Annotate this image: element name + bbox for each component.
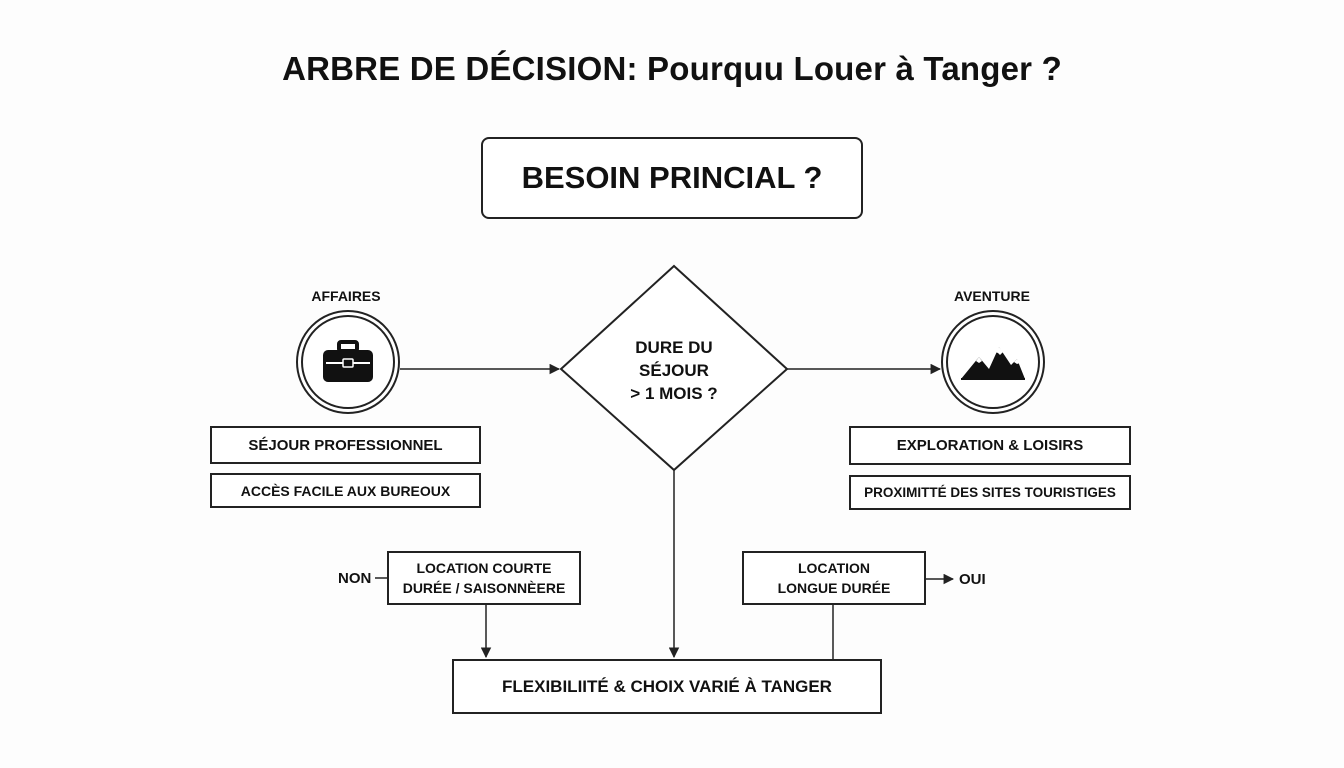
business-access-box: ACCÈS FACILE AUX BUREOUX [210, 473, 481, 508]
adventure-exploration-box: EXPLORATION & LOISIRS [849, 426, 1131, 465]
mountains-icon [961, 347, 1025, 380]
short-rental-line-1: LOCATION COURTE [416, 560, 552, 576]
decision-question: DURE DU SÉJOUR > 1 MOIS ? [574, 336, 774, 405]
short-rental-line-2: DURÉE / SAISONNÈERE [402, 580, 566, 596]
page-title: ARBRE DE DÉCISION: Pourquu Louer à Tange… [282, 50, 1062, 87]
long-rental-line-1: LOCATION [797, 560, 871, 576]
adventure-branch-label: AVENTURE [954, 288, 1030, 304]
long-rental-line-2: LONGUE DURÉE [777, 580, 891, 596]
decision-line-2: SÉJOUR [639, 361, 709, 380]
oui-label: OUI [959, 571, 986, 588]
root-question-box: BESOIN PRINCIAL ? [481, 137, 863, 219]
short-rental-box: LOCATION COURTE DURÉE / SAISONNÈERE [387, 551, 581, 605]
decision-line-3: > 1 MOIS ? [630, 384, 718, 403]
non-label: NON [338, 570, 372, 587]
adventure-icon-circle [941, 310, 1045, 414]
decision-line-1: DURE DU [635, 338, 713, 357]
final-outcome-box: FLEXIBILIITÉ & CHOIX VARIÉ À TANGER [452, 659, 882, 714]
business-icon-circle [296, 310, 400, 414]
long-rental-box: LOCATION LONGUE DURÉE [742, 551, 926, 605]
business-branch-label: AFFAIRES [311, 288, 381, 304]
briefcase-icon [323, 340, 373, 382]
adventure-proximity-box: PROXIMITTÉ DES SITES TOURISTIGES [849, 475, 1131, 510]
business-stay-box: SÉJOUR PROFESSIONNEL [210, 426, 481, 464]
